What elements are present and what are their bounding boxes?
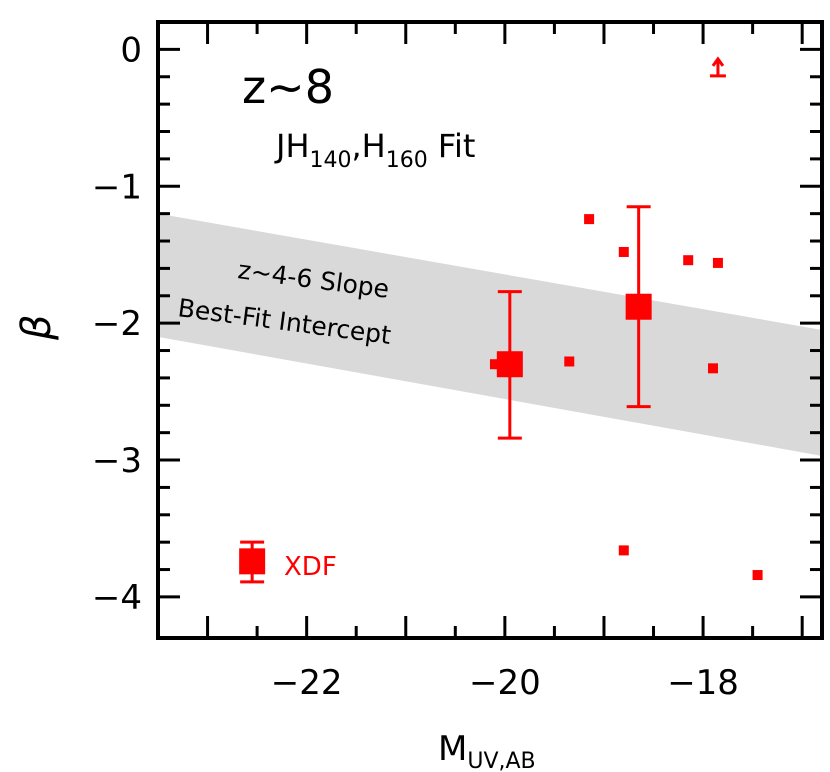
xdf-legend-marker — [239, 548, 266, 575]
data-point — [752, 570, 763, 581]
x-axis-label-main: M — [438, 729, 467, 769]
data-point — [683, 255, 694, 266]
y-axis-label: β — [14, 314, 60, 341]
x-tick-label: −22 — [271, 663, 343, 703]
data-marks — [239, 56, 763, 584]
binned-point — [625, 293, 652, 320]
y-tick-label: −4 — [92, 578, 142, 618]
fit-suffix: Fit — [428, 127, 476, 165]
fit-subscript-1: 140 — [310, 148, 352, 173]
xdf-legend-label: XDF — [284, 552, 337, 582]
data-point — [618, 246, 629, 257]
data-point — [489, 359, 500, 370]
y-tick-label: −3 — [92, 441, 142, 481]
data-point — [712, 257, 723, 268]
fit-prefix: JH — [274, 127, 310, 165]
fit-mid: ,H — [352, 127, 386, 165]
tick-labels: −22 −20 −18 0 −1 −2 −3 −4 — [92, 30, 739, 703]
data-point — [707, 363, 718, 374]
plot-frame — [156, 20, 824, 640]
best-fit-band — [158, 213, 822, 456]
x-axis-label: MUV,AB — [438, 729, 536, 772]
fit-label: JH140,H160 Fit — [274, 127, 475, 173]
redshift-label: z~8 — [242, 60, 334, 114]
y-tick-label: −1 — [92, 167, 142, 207]
x-tick-label: −18 — [667, 663, 739, 703]
fit-subscript-2: 160 — [386, 148, 428, 173]
binned-point — [496, 351, 523, 378]
lower-limit-arrowhead — [711, 56, 725, 67]
y-tick-label: 0 — [120, 30, 142, 70]
data-point — [618, 545, 629, 556]
y-tick-label: −2 — [92, 304, 142, 344]
x-tick-label: −20 — [469, 663, 541, 703]
data-point — [584, 214, 595, 225]
data-point — [564, 356, 575, 367]
x-axis-label-sub: UV,AB — [467, 749, 535, 772]
